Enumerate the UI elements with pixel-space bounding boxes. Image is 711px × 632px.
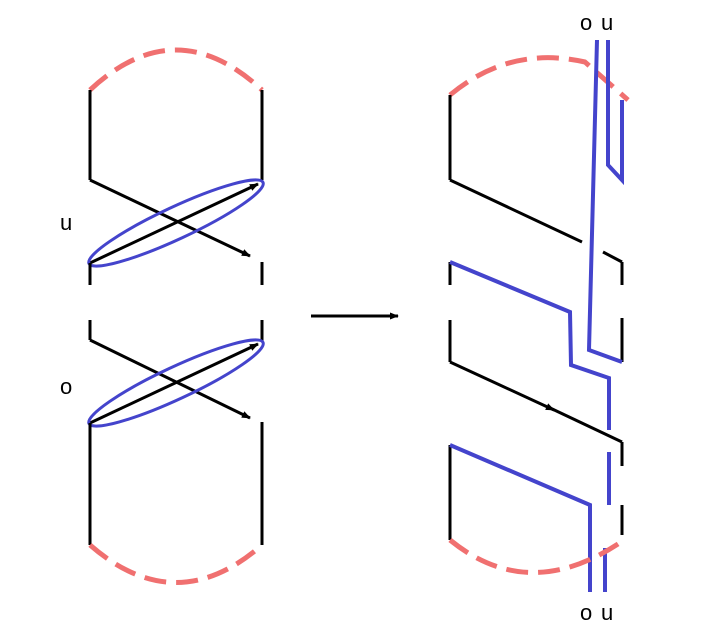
- left-label-o: o: [60, 374, 72, 399]
- right-bottom-dashed-cap: [448, 537, 626, 575]
- left-lower-strand-down: [89, 338, 251, 420]
- right-lower-diagonal-strand: [449, 360, 555, 412]
- right-band-long-u-turn: [586, 39, 623, 364]
- right-band-short-u-turn: [606, 40, 624, 186]
- left-top-dashed-cap: [88, 47, 264, 92]
- right-band-bottom-strand: [449, 443, 592, 592]
- left-upper-strand-up: [89, 182, 259, 265]
- right-band-step-strand: [449, 260, 611, 430]
- left-bottom-dashed-cap: [88, 543, 264, 585]
- right-bottom-label-u: u: [601, 600, 613, 625]
- left-lower-strand-up: [89, 342, 259, 425]
- right-lower-diagonal-strand-tail: [547, 405, 623, 444]
- right-top-label-u: u: [601, 10, 613, 35]
- right-upper-right-strand-end: [602, 250, 623, 264]
- right-top-dashed-cap: [448, 55, 630, 102]
- right-top-label-o: o: [580, 10, 592, 35]
- right-bottom-label-o: o: [580, 600, 592, 625]
- right-panel: o u o u: [448, 10, 630, 625]
- left-panel: u o: [60, 47, 265, 585]
- left-upper-strand-down: [89, 178, 251, 258]
- left-label-u: u: [60, 210, 72, 235]
- right-upper-diagonal-strand: [449, 178, 583, 244]
